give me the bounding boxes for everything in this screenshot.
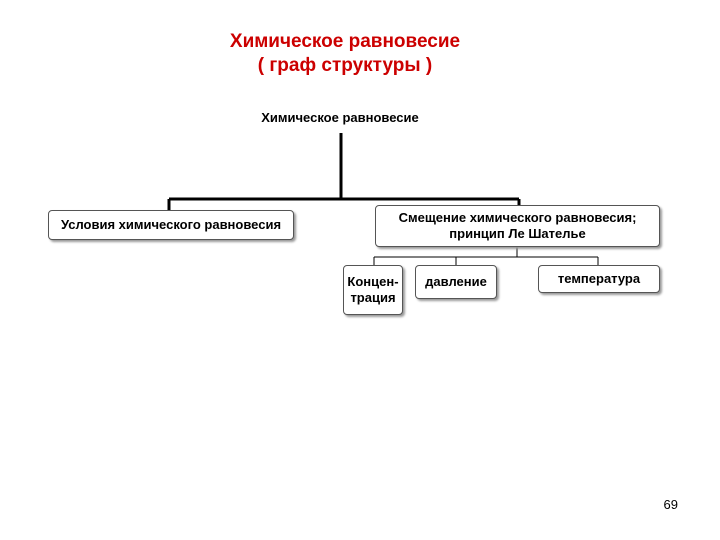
slide-title: Химическое равновесие: [229, 31, 461, 52]
shift-node-label-line1: Смещение химического равновесия;: [398, 210, 637, 225]
pressure-node-label: давление: [425, 274, 487, 289]
page-number: 69: [663, 497, 678, 512]
conditions-node-label: Условия химического равновесия: [60, 217, 282, 232]
root-node-label: Химическое равновесие: [261, 110, 419, 125]
pressure-node: давление: [415, 265, 497, 299]
conditions-node: Условия химического равновесия: [48, 210, 294, 240]
shift-node: Смещение химического равновесия; принцип…: [375, 205, 660, 247]
shift-node-label-line2: принцип Ле Шателье: [449, 226, 586, 241]
temperature-node-label: температура: [557, 271, 641, 286]
concentration-node: Концен- трация: [343, 265, 403, 315]
temperature-node: температура: [538, 265, 660, 293]
concentration-node-label-line2: трация: [350, 290, 396, 305]
slide-subtitle: ( граф структуры ): [257, 55, 433, 76]
concentration-node-label-line1: Концен-: [347, 274, 399, 289]
